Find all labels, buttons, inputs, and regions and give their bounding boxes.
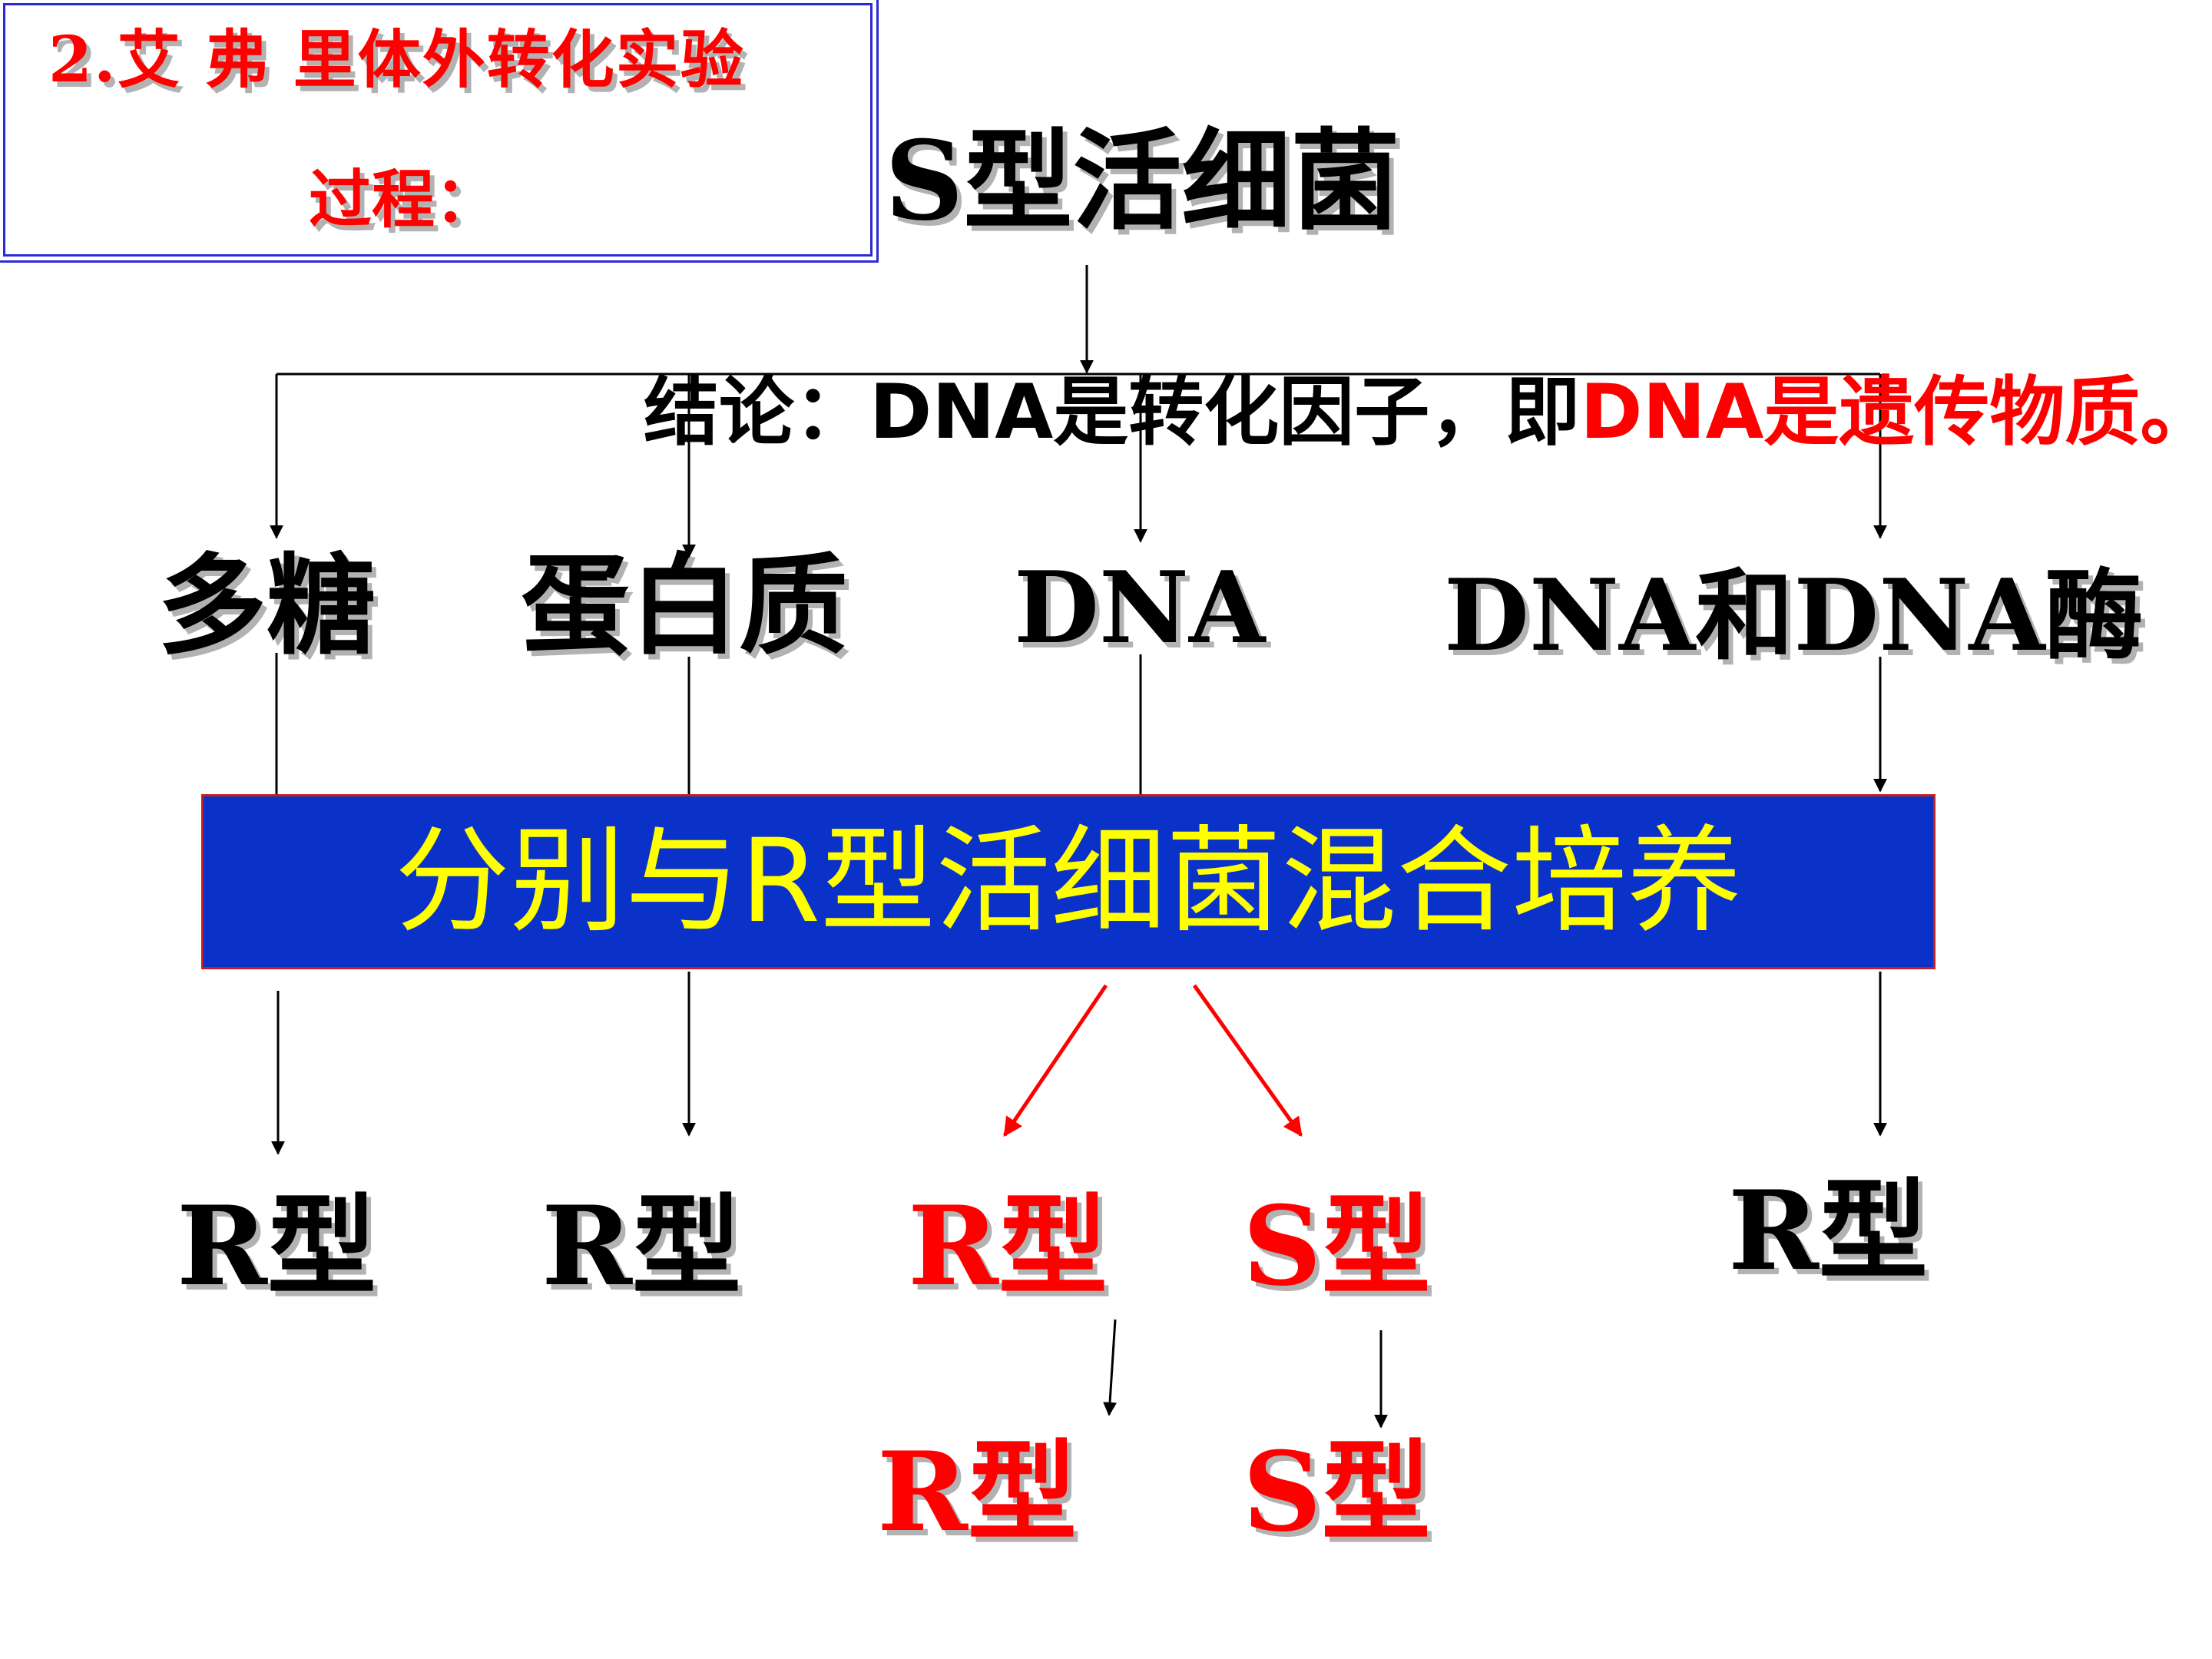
- result-polysaccharide: R型: [177, 1183, 377, 1310]
- mix-culture-label: 分别与R型活细菌混合培养: [394, 815, 1743, 949]
- source-s-bacteria: S型活细菌: [885, 118, 1400, 245]
- conclusion-prefix: 结论：DNA是转化因子，即: [644, 369, 1581, 456]
- title-line-1: 2.艾 弗 里体外转化实验: [48, 23, 745, 97]
- title-line-2: 过程：: [309, 163, 498, 237]
- result-dna-r-type: R型: [908, 1183, 1108, 1310]
- title-box: 2.艾 弗 里体外转化实验 过程：: [0, 0, 879, 263]
- connector-dna-to-r: [1002, 984, 1108, 1137]
- fraction-dna-and-dnase: DNA和DNA酶: [1444, 558, 2144, 674]
- offspring-r-type: R型: [877, 1429, 1078, 1556]
- connector-dna-to-s: [1192, 984, 1303, 1137]
- fraction-dna: DNA: [1014, 551, 1266, 666]
- result-dna-s-type: S型: [1243, 1183, 1431, 1310]
- conclusion-highlight: DNA是遗传物质。: [1580, 369, 2212, 456]
- result-dnase: R型: [1728, 1167, 1929, 1295]
- conclusion-text: 结论：DNA是转化因子，即DNA是遗传物质。: [644, 375, 2212, 450]
- result-protein: R型: [541, 1183, 742, 1310]
- connector-r-offspring: [1103, 1319, 1118, 1416]
- fraction-protein: 蛋白质: [521, 542, 848, 670]
- fraction-polysaccharide: 多糖: [157, 542, 376, 670]
- offspring-s-type: S型: [1243, 1429, 1431, 1556]
- mix-culture-box: 分别与R型活细菌混合培养: [201, 794, 1936, 969]
